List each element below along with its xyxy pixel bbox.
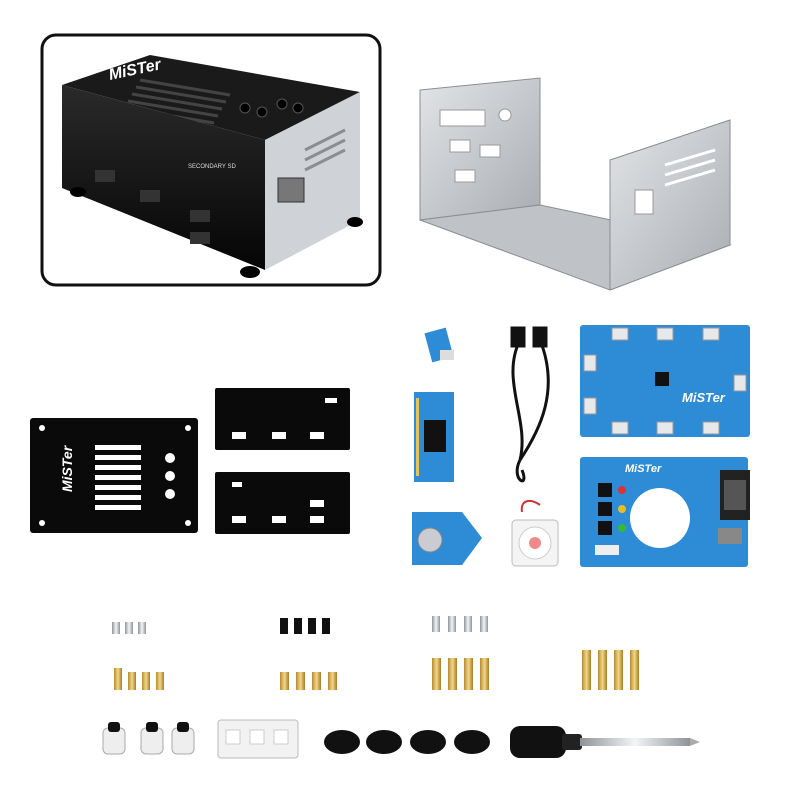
case-assembled-photo: MiSTer SECONDARY SD — [40, 33, 382, 287]
screwdriver — [510, 726, 700, 758]
button-holder — [217, 719, 299, 759]
silver-screws — [112, 622, 146, 634]
silver-screws — [432, 616, 488, 632]
button-caps — [102, 722, 195, 755]
usb-cable — [510, 326, 550, 483]
panel-logo: MiSTer — [59, 444, 75, 492]
metal-chassis — [419, 77, 732, 291]
rtc-board — [412, 512, 482, 565]
sdram-board — [414, 392, 454, 482]
rubber-feet — [324, 730, 490, 754]
io-logo: MiSTer — [625, 463, 662, 475]
brass-standoffs — [582, 650, 639, 690]
usb-hub-board: MiSTer — [580, 325, 750, 437]
cooling-fan — [511, 499, 559, 567]
acrylic-side-panel — [215, 472, 350, 534]
brass-standoffs — [280, 672, 337, 690]
black-screws — [280, 618, 330, 634]
acrylic-side-panel — [215, 388, 350, 450]
brass-standoffs — [114, 668, 164, 690]
io-board: MiSTer — [580, 457, 750, 567]
hub-logo: MiSTer — [682, 390, 726, 405]
small-adapter-board — [424, 327, 454, 363]
acrylic-top-panel: MiSTer — [30, 418, 198, 533]
brass-standoffs — [432, 658, 489, 690]
case-label-secondary-sd: SECONDARY SD — [188, 164, 236, 170]
